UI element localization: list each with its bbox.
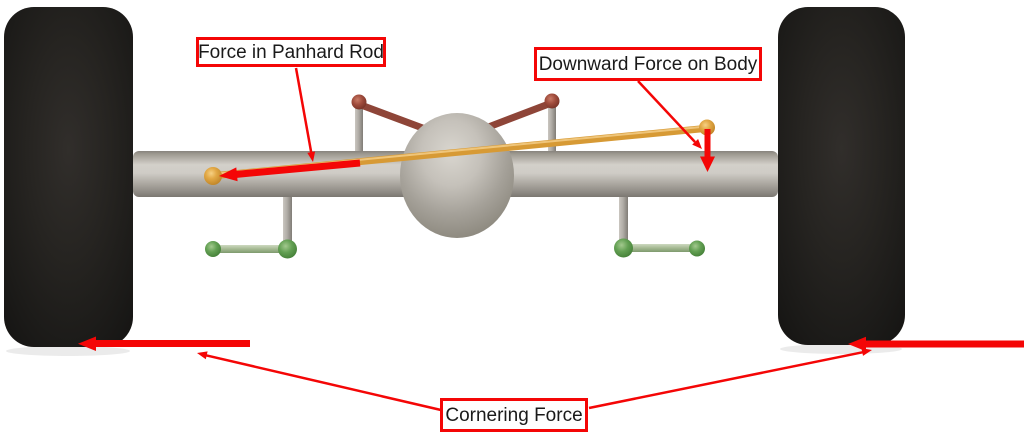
cornering-force-arrow-left-head — [78, 336, 96, 351]
lower-link-post-right — [619, 193, 628, 249]
downward-force-arrow-head — [700, 156, 715, 172]
left-tire-shadow — [6, 346, 130, 356]
cornering-label-leader-right — [588, 348, 872, 410]
cornering-force-arrow-right — [848, 336, 1024, 352]
cornering-label-leader-left-line — [205, 354, 442, 412]
cornering-force-arrow-right-head — [848, 336, 866, 352]
label-cornering-force: Cornering Force — [440, 398, 588, 432]
lower-link-post-left — [283, 193, 292, 250]
lower-link-ball-left-outer — [205, 241, 221, 257]
lower-link-rod-right — [623, 244, 697, 252]
panhard-force-arrow-head — [219, 167, 238, 182]
label-panhard-rod-force-text: Force in Panhard Rod — [198, 41, 384, 63]
label-panhard-rod-force: Force in Panhard Rod — [196, 37, 386, 67]
right-tire — [778, 7, 905, 345]
upper-link-ball-left — [351, 94, 367, 110]
cornering-label-leader-left-head — [197, 351, 208, 360]
panhard-force-arrow-shaft — [233, 159, 361, 179]
cornering-label-leader-right-head — [861, 348, 872, 356]
panhard-label-leader — [294, 67, 316, 162]
panhard-rod-ball-right — [699, 119, 715, 136]
downward-label-leader — [637, 80, 702, 149]
cornering-label-leader-left — [197, 351, 442, 412]
panhard-force-arrow — [219, 159, 361, 182]
panhard-label-leader-line — [294, 67, 313, 155]
label-downward-force-on-body-text: Downward Force on Body — [538, 53, 758, 75]
upper-link-post-right — [548, 103, 556, 158]
downward-label-leader-head — [692, 139, 702, 149]
upper-link-ball-right — [544, 93, 560, 109]
lower-links — [205, 238, 705, 259]
cornering-label-leader-right-line — [588, 350, 864, 410]
label-downward-force-on-body: Downward Force on Body — [534, 47, 762, 81]
lower-link-ball-right-inner — [614, 238, 633, 258]
panhard-label-leader-head — [307, 151, 316, 162]
cornering-force-arrow-left — [78, 336, 250, 351]
downward-label-leader-line — [637, 80, 696, 143]
differential-housing — [400, 113, 514, 238]
lower-link-ball-right-outer — [689, 240, 705, 257]
lower-link-rod-left — [213, 245, 288, 253]
panhard-rod-ball-left — [204, 167, 222, 185]
lower-link-ball-left-inner — [278, 239, 297, 259]
downward-force-arrow — [700, 129, 715, 172]
label-cornering-force-text: Cornering Force — [445, 404, 583, 426]
left-tire — [4, 7, 133, 347]
upper-link-post-left — [355, 104, 363, 158]
